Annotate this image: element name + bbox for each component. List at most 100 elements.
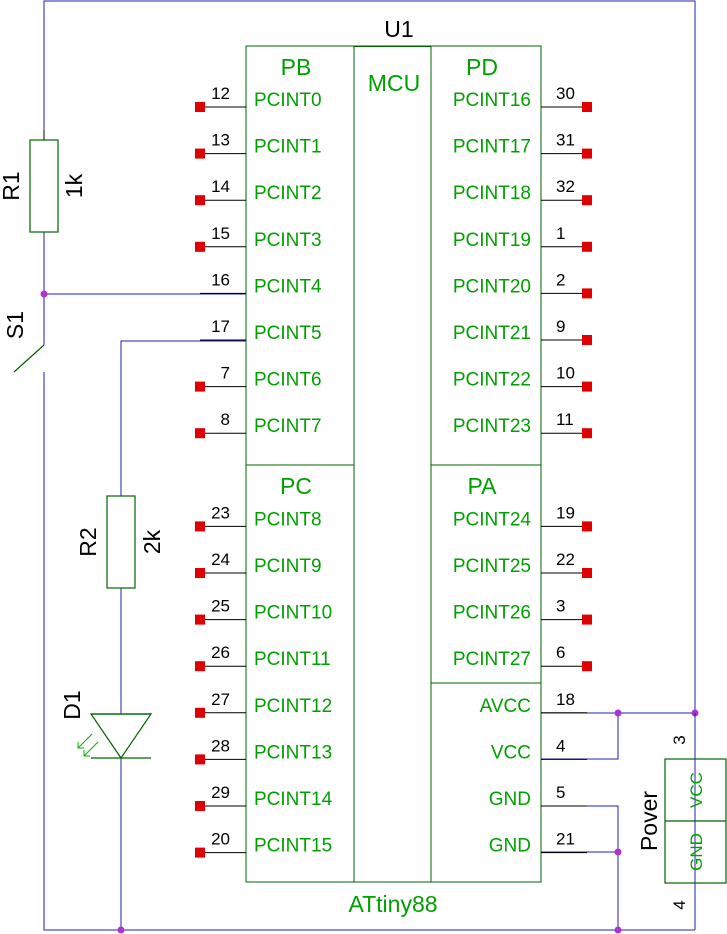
pin-num-pcint21: 9 xyxy=(556,317,565,336)
d1-light-arrows-icon xyxy=(77,733,99,757)
mcu-center-label: MCU xyxy=(368,70,420,96)
pin-num-pcint0: 12 xyxy=(211,84,230,103)
mcu-body xyxy=(245,45,542,883)
pin-label-pcint15: PCINT15 xyxy=(254,836,332,857)
mcu-value: ATtiny88 xyxy=(348,891,437,917)
nc-marker-pcint7 xyxy=(195,428,205,439)
nc-marker-pcint17 xyxy=(582,148,592,159)
pin-label-pcint24: PCINT24 xyxy=(453,509,532,530)
pin-num-pcint16: 30 xyxy=(556,84,575,103)
pin-num-gnd-21: 21 xyxy=(556,830,575,849)
pin-label-gnd-21: GND xyxy=(489,836,531,857)
pin-num-pcint14: 29 xyxy=(211,783,230,802)
nc-marker-pcint24 xyxy=(582,521,592,532)
r2-value: 2k xyxy=(139,529,165,554)
pin-num-pcint4: 16 xyxy=(211,270,230,289)
pin-num-avcc-18: 18 xyxy=(556,690,575,709)
pin-num-pcint11: 26 xyxy=(211,643,230,662)
nc-marker-pcint1 xyxy=(195,148,205,159)
nc-marker-pcint14 xyxy=(195,801,205,811)
pin-label-pcint16: PCINT16 xyxy=(453,90,531,111)
wire-vcc xyxy=(541,713,619,760)
pin-num-pcint5: 17 xyxy=(211,317,230,336)
pin-num-pcint12: 27 xyxy=(211,690,230,709)
port-pd-name: PD xyxy=(466,54,498,80)
pin-num-pcint7: 8 xyxy=(221,410,230,429)
pin-label-pcint1: PCINT1 xyxy=(254,137,322,158)
r2-ref: R2 xyxy=(75,527,101,556)
d1-ref: D1 xyxy=(59,690,85,719)
port-pa-name: PA xyxy=(468,473,498,499)
pin-label-pcint18: PCINT18 xyxy=(453,183,531,204)
power-pin-gnd-num: 4 xyxy=(670,900,689,909)
junction-pcint4 xyxy=(40,290,48,298)
pin-num-pcint1: 13 xyxy=(211,131,230,150)
pin-num-pcint3: 15 xyxy=(211,224,230,243)
pin-num-pcint10: 25 xyxy=(211,597,230,616)
pin-label-pcint5: PCINT5 xyxy=(254,323,322,344)
d1-triangle xyxy=(89,713,153,760)
nc-marker-pcint15 xyxy=(195,847,205,858)
pin-num-pcint27: 6 xyxy=(556,643,565,662)
pin-label-pcint0: PCINT0 xyxy=(254,90,322,111)
pin-num-pcint22: 10 xyxy=(556,364,575,383)
r1-body xyxy=(29,139,59,233)
pin-num-gnd-5: 5 xyxy=(556,783,565,802)
resistor-r1: R1 1k xyxy=(0,130,87,233)
nc-marker-pcint10 xyxy=(195,614,205,625)
nc-marker-pcint19 xyxy=(582,241,592,252)
junction-gnd-bottom xyxy=(614,926,622,934)
junction-gnd21 xyxy=(614,848,622,856)
nc-marker-pcint16 xyxy=(582,102,592,112)
nc-marker-pcint26 xyxy=(582,614,592,625)
pin-num-pcint20: 2 xyxy=(556,270,565,289)
junctions xyxy=(40,290,699,934)
nc-marker-pcint9 xyxy=(195,568,205,578)
nc-marker-pcint23 xyxy=(582,428,592,439)
wires xyxy=(43,0,696,931)
pin-label-pcint19: PCINT19 xyxy=(453,230,531,251)
pin-num-pcint17: 31 xyxy=(556,131,575,150)
pin-label-pcint8: PCINT8 xyxy=(254,509,322,530)
pin-num-pcint15: 20 xyxy=(211,830,230,849)
nc-marker-pcint22 xyxy=(582,381,592,392)
mcu-top-edge xyxy=(354,46,431,47)
pin-num-vcc-4: 4 xyxy=(556,736,565,755)
pin-label-gnd-5: GND xyxy=(489,789,531,810)
r1-ref: R1 xyxy=(0,171,24,200)
nc-marker-pcint25 xyxy=(582,568,592,578)
nc-marker-pcint12 xyxy=(195,707,205,718)
wire-top-rail xyxy=(43,0,696,928)
pin-label-pcint23: PCINT23 xyxy=(453,416,531,437)
pin-label-pcint22: PCINT22 xyxy=(453,370,531,391)
pin-label-pcint13: PCINT13 xyxy=(254,742,332,763)
pin-label-pcint6: PCINT6 xyxy=(254,370,322,391)
pin-label-vcc-4: VCC xyxy=(491,742,531,763)
pin-num-pcint18: 32 xyxy=(556,177,575,196)
pin-num-pcint2: 14 xyxy=(211,177,230,196)
resistor-r2: R2 2k xyxy=(75,495,165,589)
pin-num-pcint9: 24 xyxy=(211,550,230,569)
wire-bottom-rail xyxy=(43,372,620,931)
nc-marker-pcint0 xyxy=(195,102,205,112)
pin-label-pcint20: PCINT20 xyxy=(453,276,531,297)
pin-label-pcint10: PCINT10 xyxy=(254,603,332,624)
nc-marker-pcint13 xyxy=(195,754,205,765)
pin-num-pcint13: 28 xyxy=(211,736,230,755)
pin-label-pcint21: PCINT21 xyxy=(453,323,531,344)
s1-ref: S1 xyxy=(2,311,28,339)
pin-label-pcint9: PCINT9 xyxy=(254,556,322,577)
pin-label-pcint11: PCINT11 xyxy=(254,649,331,670)
pin-label-pcint26: PCINT26 xyxy=(453,603,531,624)
wire-pcint5-r2 xyxy=(120,340,246,496)
r1-value: 1k xyxy=(61,173,87,198)
power-pin-vcc-num: 3 xyxy=(670,735,689,744)
nc-marker-pcint6 xyxy=(195,381,205,392)
nc-marker-pcint8 xyxy=(195,521,205,532)
wire-gnd5 xyxy=(541,805,619,930)
power-pin-gnd-label: GND xyxy=(687,833,706,871)
s1-lever xyxy=(13,344,45,373)
pin-label-pcint25: PCINT25 xyxy=(453,556,531,577)
